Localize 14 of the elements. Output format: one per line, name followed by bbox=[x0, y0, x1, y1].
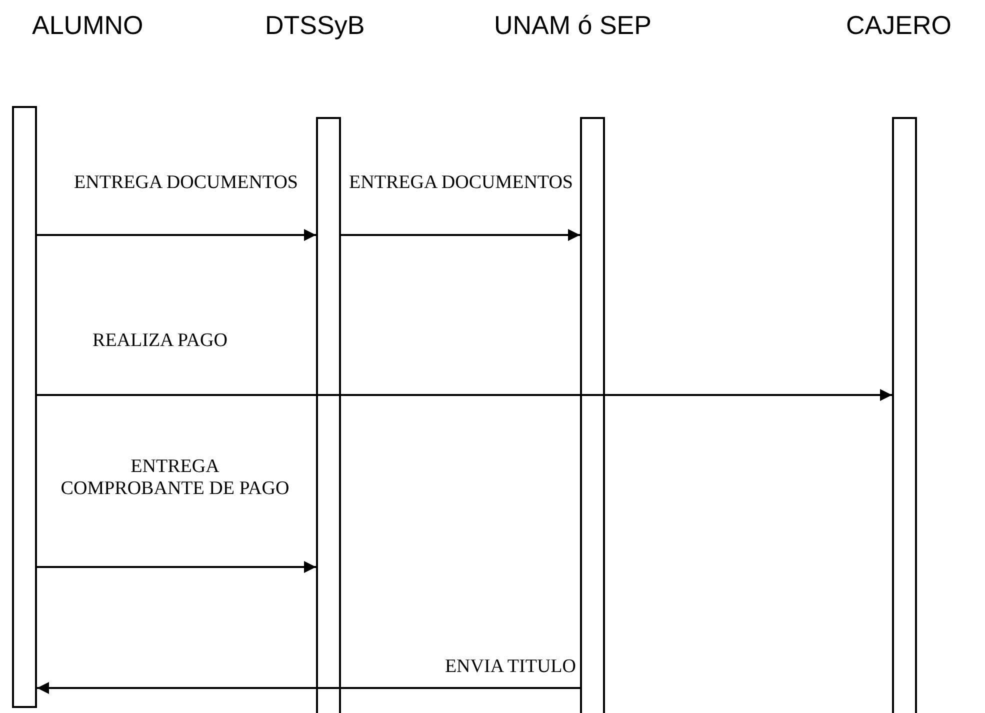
message-arrow bbox=[341, 229, 580, 241]
message-label: ENVIA TITULO bbox=[444, 656, 576, 678]
message-label: REALIZA PAGO bbox=[92, 330, 228, 352]
message-label: ENTREGA COMPROBANTE DE PAGO bbox=[60, 456, 290, 500]
message-arrow bbox=[37, 229, 316, 241]
lifeline-title: UNAM ó SEP bbox=[494, 9, 652, 42]
lifeline-title: ALUMNO bbox=[32, 9, 144, 42]
message-arrow bbox=[37, 389, 892, 401]
message-label: ENTREGA DOCUMENTOS bbox=[348, 172, 574, 194]
lifeline-title: CAJERO bbox=[846, 9, 952, 42]
message-arrow bbox=[37, 561, 316, 573]
message-arrow bbox=[37, 682, 580, 694]
lifeline-title: DTSSyB bbox=[265, 9, 365, 42]
message-label: ENTREGA DOCUMENTOS bbox=[73, 172, 299, 194]
